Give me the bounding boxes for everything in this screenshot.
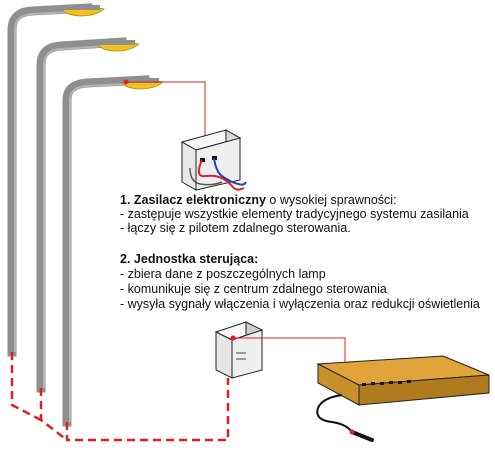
- section2-title: 2. Jednostka sterująca:: [120, 252, 258, 267]
- section2-item: - wysyła sygnały włączenia i wyłączenia …: [120, 297, 480, 311]
- section1-title-bold: Zasilacz elektroniczny: [133, 193, 266, 207]
- control-unit-box-icon: [214, 321, 264, 379]
- section1-title-rest: o wysokiej sprawności:: [265, 193, 397, 207]
- street-lamp-icon: [62, 75, 164, 427]
- street-lamp-icon: [36, 37, 140, 393]
- section2-title-bold: Jednostka sterująca:: [133, 252, 259, 266]
- street-lamp-icon: [7, 3, 105, 357]
- section2-item: - zbiera dane z poszczególnych lamp: [120, 267, 326, 281]
- section1-number: 1.: [120, 193, 131, 207]
- section2-item: - komunikuje się z centrum zdalnego ster…: [120, 282, 387, 296]
- section1-item: - łączy się z pilotem zdalnego sterowani…: [120, 221, 351, 235]
- section2-number: 2.: [120, 252, 131, 266]
- section1-item: - zastępuje wszystkie elementy tradycyjn…: [120, 207, 469, 221]
- remote-control-center-icon: [316, 355, 490, 442]
- section1-title: 1. Zasilacz elektroniczny o wysokiej spr…: [120, 193, 397, 208]
- power-supply-box-icon: [180, 129, 247, 191]
- signal-wire: [128, 81, 206, 140]
- network-cable: [10, 352, 230, 442]
- link-wire: [234, 337, 346, 366]
